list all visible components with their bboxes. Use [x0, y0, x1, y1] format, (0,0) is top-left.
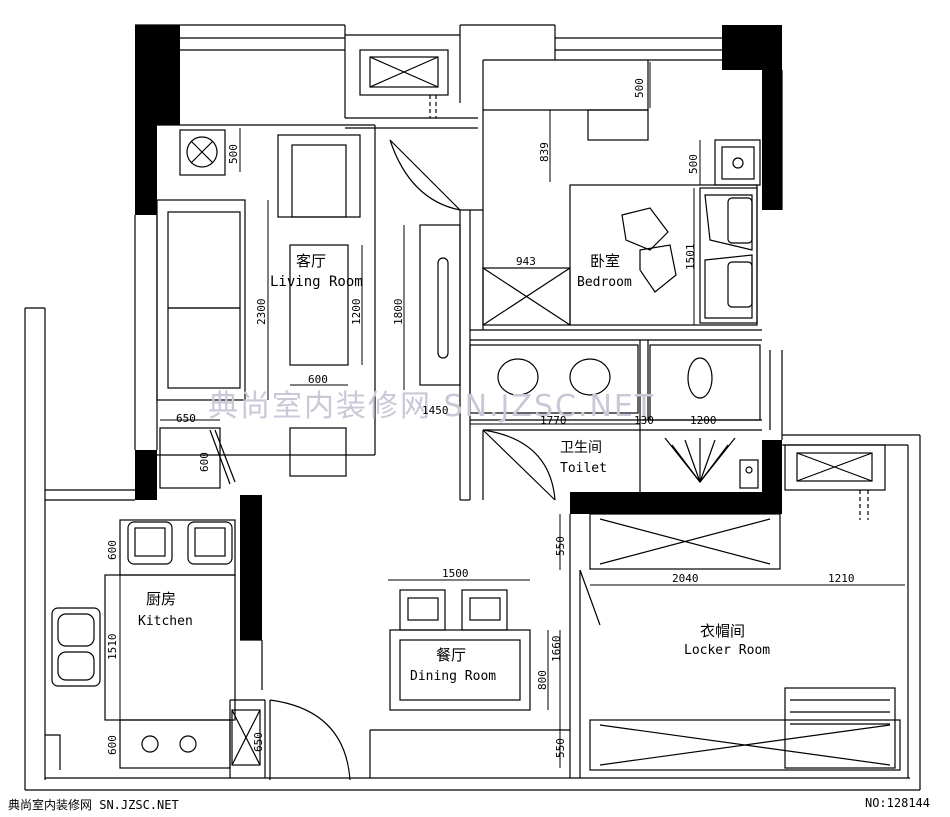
- toilet-en: Toilet: [560, 461, 607, 476]
- dim-600-kitchen-bottom: 600: [106, 735, 119, 755]
- living-room-cn: 客厅: [296, 252, 326, 270]
- footer-number: NO:128144: [864, 796, 930, 810]
- locker-room-en: Locker Room: [684, 643, 770, 658]
- bedroom-cn: 卧室: [590, 252, 620, 270]
- dim-650: 650: [176, 412, 196, 425]
- bathroom-fixtures: [469, 344, 761, 489]
- watermark-text: 典尚室内装修网 SN.JZSC.NET: [208, 389, 655, 424]
- dim-1501: 1501: [684, 244, 697, 271]
- dining-furniture: [389, 589, 531, 711]
- dim-2040: 2040: [672, 572, 699, 585]
- kitchen-cn: 厨房: [146, 590, 176, 608]
- locker-furniture: [589, 513, 901, 771]
- dim-600-sofa: 600: [308, 373, 328, 386]
- toilet-cn: 卫生间: [560, 440, 602, 456]
- dining-en: Dining Room: [410, 669, 496, 684]
- dim-500-left: 500: [227, 144, 240, 164]
- dim-130: 130: [634, 414, 654, 427]
- dining-cn: 餐厅: [436, 646, 466, 664]
- dim-1450: 1450: [422, 404, 449, 417]
- living-room-en: Living Room: [270, 274, 363, 290]
- dim-1510: 1510: [106, 634, 119, 661]
- dim-839: 839: [538, 142, 551, 162]
- bedroom-furniture: [482, 109, 761, 326]
- dim-1800: 1800: [392, 299, 405, 326]
- living-furniture: [156, 129, 461, 489]
- kitchen-fixtures: [45, 519, 261, 770]
- exterior-walls: [24, 24, 921, 791]
- dimension-lines: [119, 62, 905, 768]
- vent-units: [359, 49, 886, 520]
- dim-1660: 1660: [550, 636, 563, 663]
- kitchen-en: Kitchen: [138, 614, 193, 629]
- dim-650-kitchen: 650: [252, 732, 265, 752]
- dim-600-kitchen-top: 600: [106, 540, 119, 560]
- dim-550-top: 550: [554, 536, 567, 556]
- dim-1500: 1500: [442, 567, 469, 580]
- interior-walls: [157, 124, 762, 778]
- dim-500-top: 500: [633, 78, 646, 98]
- dim-1210: 1210: [828, 572, 855, 585]
- dim-2300: 2300: [255, 299, 268, 326]
- wall-blocks: [135, 25, 782, 640]
- dim-1770: 1770: [540, 414, 567, 427]
- doors: [269, 139, 601, 781]
- dim-550-bottom: 550: [554, 738, 567, 758]
- footer-site-credit: 典尚室内装修网 SN.JZSC.NET: [8, 798, 179, 812]
- locker-room-cn: 衣帽间: [700, 622, 745, 640]
- dimension-labels: 500 839 500 500 943 1501 2300 1200 1800 …: [106, 78, 855, 758]
- room-labels: 客厅 Living Room 卧室 Bedroom 卫生间 Toilet 厨房 …: [138, 252, 770, 684]
- dim-600-chair: 600: [198, 452, 211, 472]
- dim-1200-toilet: 1200: [690, 414, 717, 427]
- bedroom-en: Bedroom: [577, 275, 632, 290]
- dim-943: 943: [516, 255, 536, 268]
- dim-1200: 1200: [350, 299, 363, 326]
- dim-800: 800: [536, 670, 549, 690]
- dim-500-right: 500: [687, 154, 700, 174]
